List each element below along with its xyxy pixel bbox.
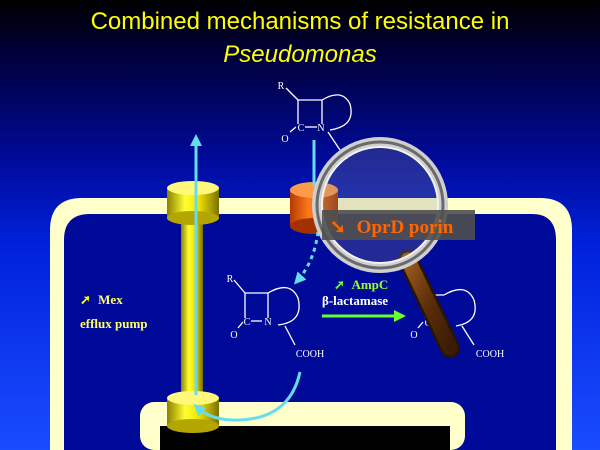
mex-label-line-1: ➚ Mex — [80, 292, 123, 307]
entry-dotted-arrow — [294, 231, 320, 285]
inner-molecule-o: O — [230, 330, 237, 341]
mex-arrow-icon: ➚ — [80, 292, 91, 307]
inner-molecule-cooh: COOH — [296, 349, 324, 360]
right-molecule-cooh: COOH — [476, 349, 504, 360]
ampc-label-line-2: β-lactamase — [322, 293, 388, 308]
porin-label: ➘ OprD porin — [330, 217, 454, 238]
top-molecule-o: O — [281, 134, 288, 145]
porin-arrow-icon: ➘ — [330, 217, 346, 238]
inner-molecule-r: R — [227, 274, 234, 285]
title-line-2: Pseudomonas — [223, 41, 376, 68]
top-molecule-r: R — [278, 81, 285, 92]
top-molecule-c: C — [298, 123, 305, 134]
top-molecule-n: N — [317, 123, 324, 134]
inner-molecule-c: C — [244, 317, 251, 328]
beta-lactam-molecule-inside — [233, 279, 300, 346]
porin-label-name: OprD porin — [357, 217, 454, 238]
ampc-label-line-1: ➚ AmpC — [334, 277, 388, 292]
mex-label-line-2: efflux pump — [80, 316, 148, 331]
right-molecule-o: O — [410, 330, 417, 341]
ampc-label-name: AmpC — [351, 277, 388, 292]
uptake-curve-arrow — [193, 371, 302, 422]
ampc-arrow-icon: ➚ — [334, 277, 345, 292]
inner-molecule-n: N — [264, 317, 271, 328]
title-line-1: Combined mechanisms of resistance in — [91, 8, 510, 35]
mex-label-name: Mex — [98, 292, 123, 307]
porin-label-box — [322, 210, 475, 240]
beta-lactam-molecule-outside — [285, 87, 352, 151]
